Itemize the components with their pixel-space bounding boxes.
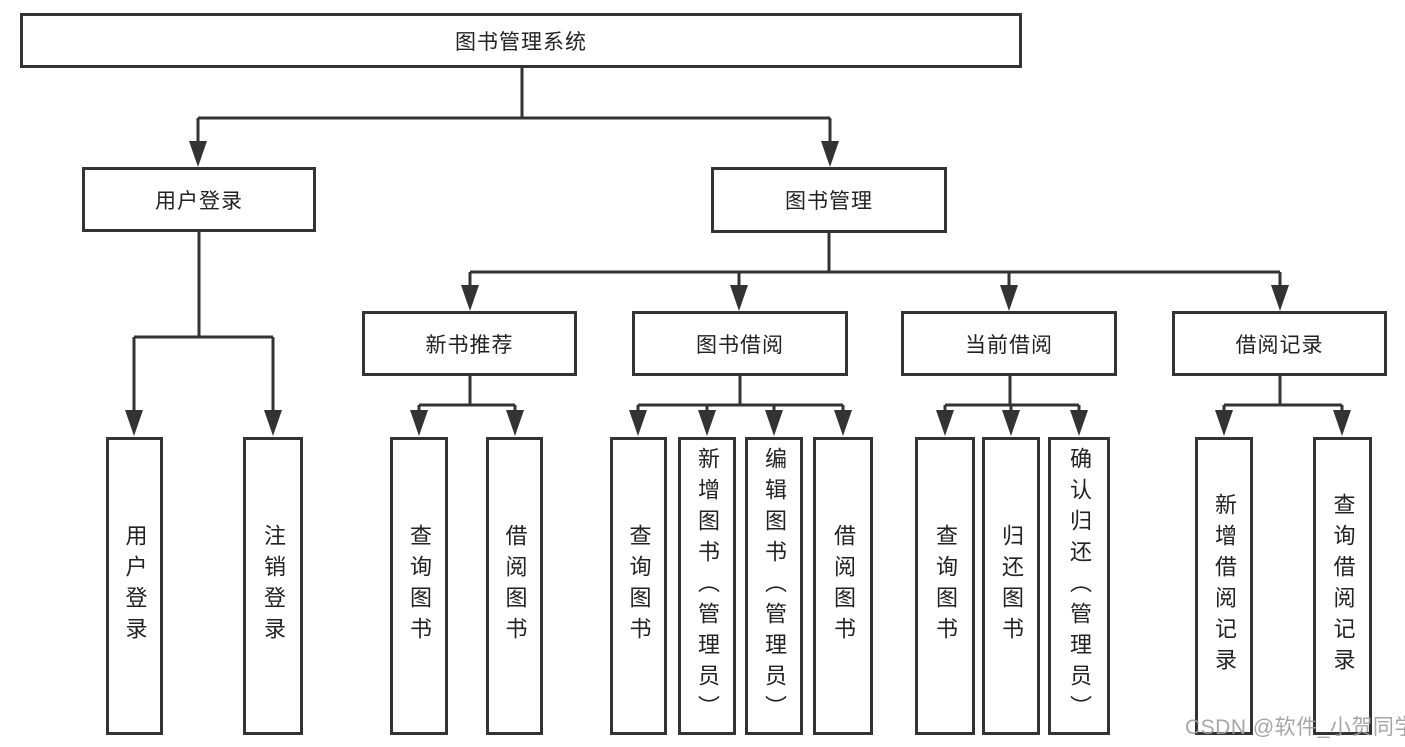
leaf-logout-label: 注销登录 [261, 524, 286, 648]
leaf-borrowing-borrow-books: 借阅图书 [813, 437, 873, 735]
leaf-recommend-borrow-books-label: 借阅图书 [502, 524, 528, 648]
leaf-user-login: 用户登录 [106, 437, 163, 735]
node-book-borrowing: 图书借阅 [632, 311, 848, 376]
leaf-add-book-admin: 新增图书（管理员） [678, 437, 736, 735]
leaf-add-book-admin-label: 新增图书（管理员） [695, 446, 720, 726]
arrowhead [1002, 410, 1020, 436]
leaf-current-query-books: 查询图书 [915, 437, 975, 735]
leaf-return-books: 归还图书 [982, 437, 1040, 735]
arrowhead [698, 410, 716, 436]
node-user-login-label: 用户登录 [155, 189, 243, 213]
leaf-recommend-query-books-label: 查询图书 [407, 524, 432, 648]
node-book-management: 图书管理 [711, 167, 947, 233]
arrowhead [629, 410, 647, 436]
leaf-edit-book-admin-label: 编辑图书（管理员） [762, 446, 787, 726]
leaf-query-borrow-record-label: 查询借阅记录 [1330, 493, 1356, 679]
arrowhead [506, 410, 524, 436]
node-borrowing-records: 借阅记录 [1172, 311, 1387, 376]
node-current-borrowing-label: 当前借阅 [965, 333, 1053, 357]
leaf-add-borrow-record-label: 新增借阅记录 [1212, 493, 1237, 679]
arrowhead [821, 141, 839, 167]
node-book-borrowing-label: 图书借阅 [696, 333, 784, 357]
arrowhead [461, 285, 479, 311]
node-current-borrowing: 当前借阅 [901, 311, 1117, 376]
arrowhead [1215, 410, 1233, 436]
leaf-return-books-label: 归还图书 [999, 524, 1024, 648]
arrowhead [834, 410, 852, 436]
arrowhead [1333, 410, 1351, 436]
arrowhead [936, 410, 954, 436]
leaf-user-login-label: 用户登录 [122, 524, 148, 648]
leaf-borrowing-query-books-label: 查询图书 [626, 524, 652, 648]
leaf-confirm-return-admin: 确认归还（管理员） [1048, 437, 1110, 735]
node-root-library-system: 图书管理系统 [20, 13, 1022, 68]
arrowhead [189, 141, 207, 167]
node-new-book-recommend-label: 新书推荐 [425, 333, 514, 357]
arrowhead [1271, 285, 1289, 311]
leaf-current-query-books-label: 查询图书 [933, 524, 958, 648]
leaf-logout: 注销登录 [243, 437, 303, 735]
arrowhead [264, 410, 282, 436]
leaf-borrowing-query-books: 查询图书 [610, 437, 667, 735]
csdn-watermark: CSDN @软件_小贺同学 [1185, 716, 1405, 739]
node-book-management-label: 图书管理 [785, 190, 873, 213]
arrowhead [1070, 410, 1088, 436]
leaf-query-borrow-record: 查询借阅记录 [1313, 437, 1372, 735]
arrowhead [1000, 285, 1018, 311]
node-new-book-recommend: 新书推荐 [362, 311, 577, 376]
node-user-login: 用户登录 [82, 167, 316, 232]
arrowhead [125, 410, 143, 436]
leaf-recommend-query-books: 查询图书 [390, 437, 448, 735]
arrowhead [730, 285, 748, 311]
leaf-confirm-return-admin-label: 确认归还（管理员） [1067, 446, 1092, 726]
leaf-add-borrow-record: 新增借阅记录 [1195, 437, 1253, 735]
leaf-recommend-borrow-books: 借阅图书 [486, 437, 543, 735]
arrowheads [125, 141, 1351, 436]
arrowhead [765, 410, 783, 436]
leaf-edit-book-admin: 编辑图书（管理员） [745, 437, 803, 735]
node-root-label: 图书管理系统 [455, 30, 587, 54]
leaf-borrowing-borrow-books-label: 借阅图书 [831, 524, 856, 648]
node-borrowing-records-label: 借阅记录 [1235, 333, 1324, 357]
arrowhead [410, 410, 428, 436]
